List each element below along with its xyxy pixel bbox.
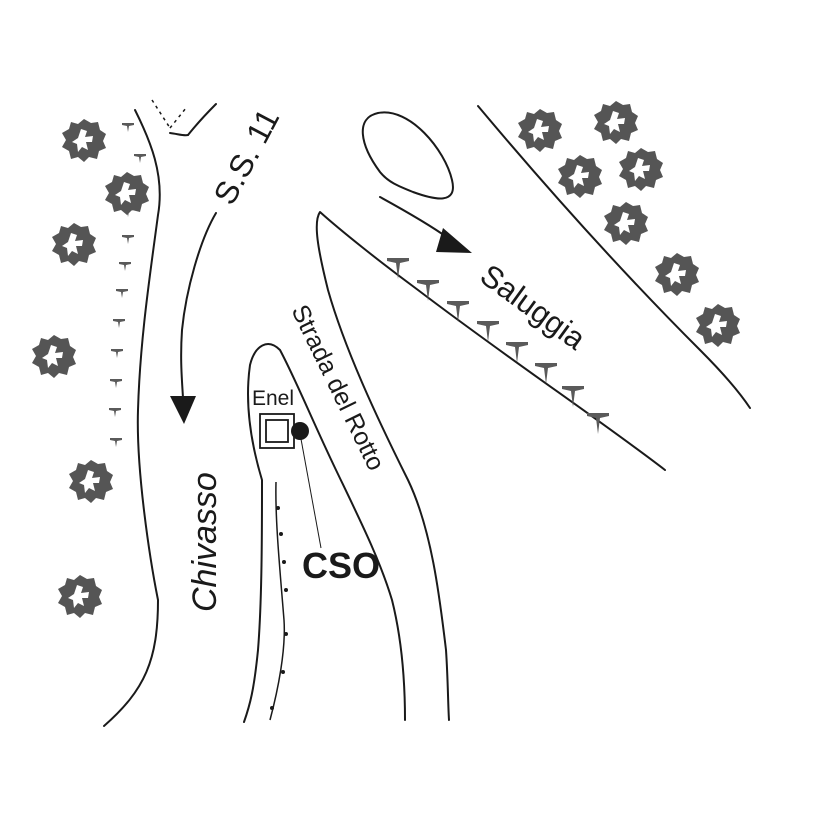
tree-icon xyxy=(69,460,113,503)
road-ss11-right-edge xyxy=(187,103,217,136)
road-ss11-junction xyxy=(169,132,189,137)
label-chivasso: Chivasso xyxy=(186,472,224,612)
tree-icon xyxy=(105,172,149,215)
road-saluggia-right-edge xyxy=(477,105,751,409)
road-ss11-left-edge xyxy=(103,109,161,727)
island-loop xyxy=(361,111,454,200)
label-saluggia: Saluggia xyxy=(474,257,593,357)
tree-icon xyxy=(518,109,562,152)
site-marker-icon xyxy=(291,422,309,440)
tree-icon xyxy=(696,304,740,347)
track-dots xyxy=(270,506,288,710)
building-icon xyxy=(259,413,295,449)
road-dashed-spur xyxy=(151,99,187,129)
embankment-tick-icon xyxy=(109,123,146,447)
arrow-icon xyxy=(170,212,217,424)
label-cso: CSO xyxy=(302,545,380,586)
tree-icon xyxy=(58,575,102,618)
road-strada-outer-edge xyxy=(315,211,666,721)
tree-icon xyxy=(62,119,106,162)
track-inner xyxy=(269,481,286,721)
tree-icon xyxy=(558,155,602,198)
label-enel: Enel xyxy=(252,387,294,410)
road-strada-inner-edge xyxy=(243,343,406,723)
tree-icon xyxy=(594,101,638,144)
tree-icon xyxy=(32,335,76,378)
tree-icon xyxy=(604,202,648,245)
tree-icon xyxy=(655,253,699,296)
tree-icon xyxy=(619,148,663,191)
tree-icon xyxy=(52,223,96,266)
label-strada-del-rotto: Strada del Rotto xyxy=(286,300,390,475)
cso-leader-line xyxy=(300,438,322,549)
label-ss11: S.S. 11 xyxy=(206,103,286,210)
arrow-icon xyxy=(379,196,472,253)
